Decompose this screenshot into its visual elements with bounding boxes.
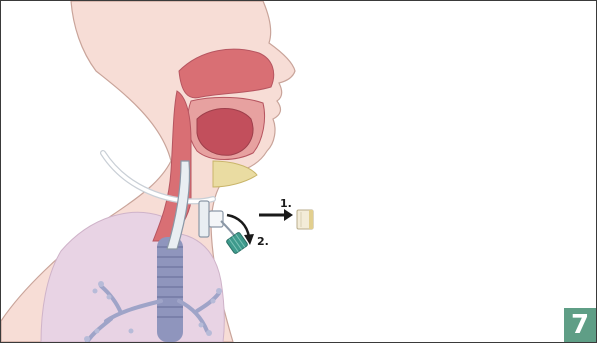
arrow-step-1 xyxy=(259,209,293,221)
step-number-badge: 7 xyxy=(564,308,596,342)
removed-cap xyxy=(297,210,313,229)
trachea xyxy=(157,237,183,342)
tongue xyxy=(197,109,253,156)
step-2-label: 2. xyxy=(257,235,269,248)
step-1-label: 1. xyxy=(280,197,292,210)
